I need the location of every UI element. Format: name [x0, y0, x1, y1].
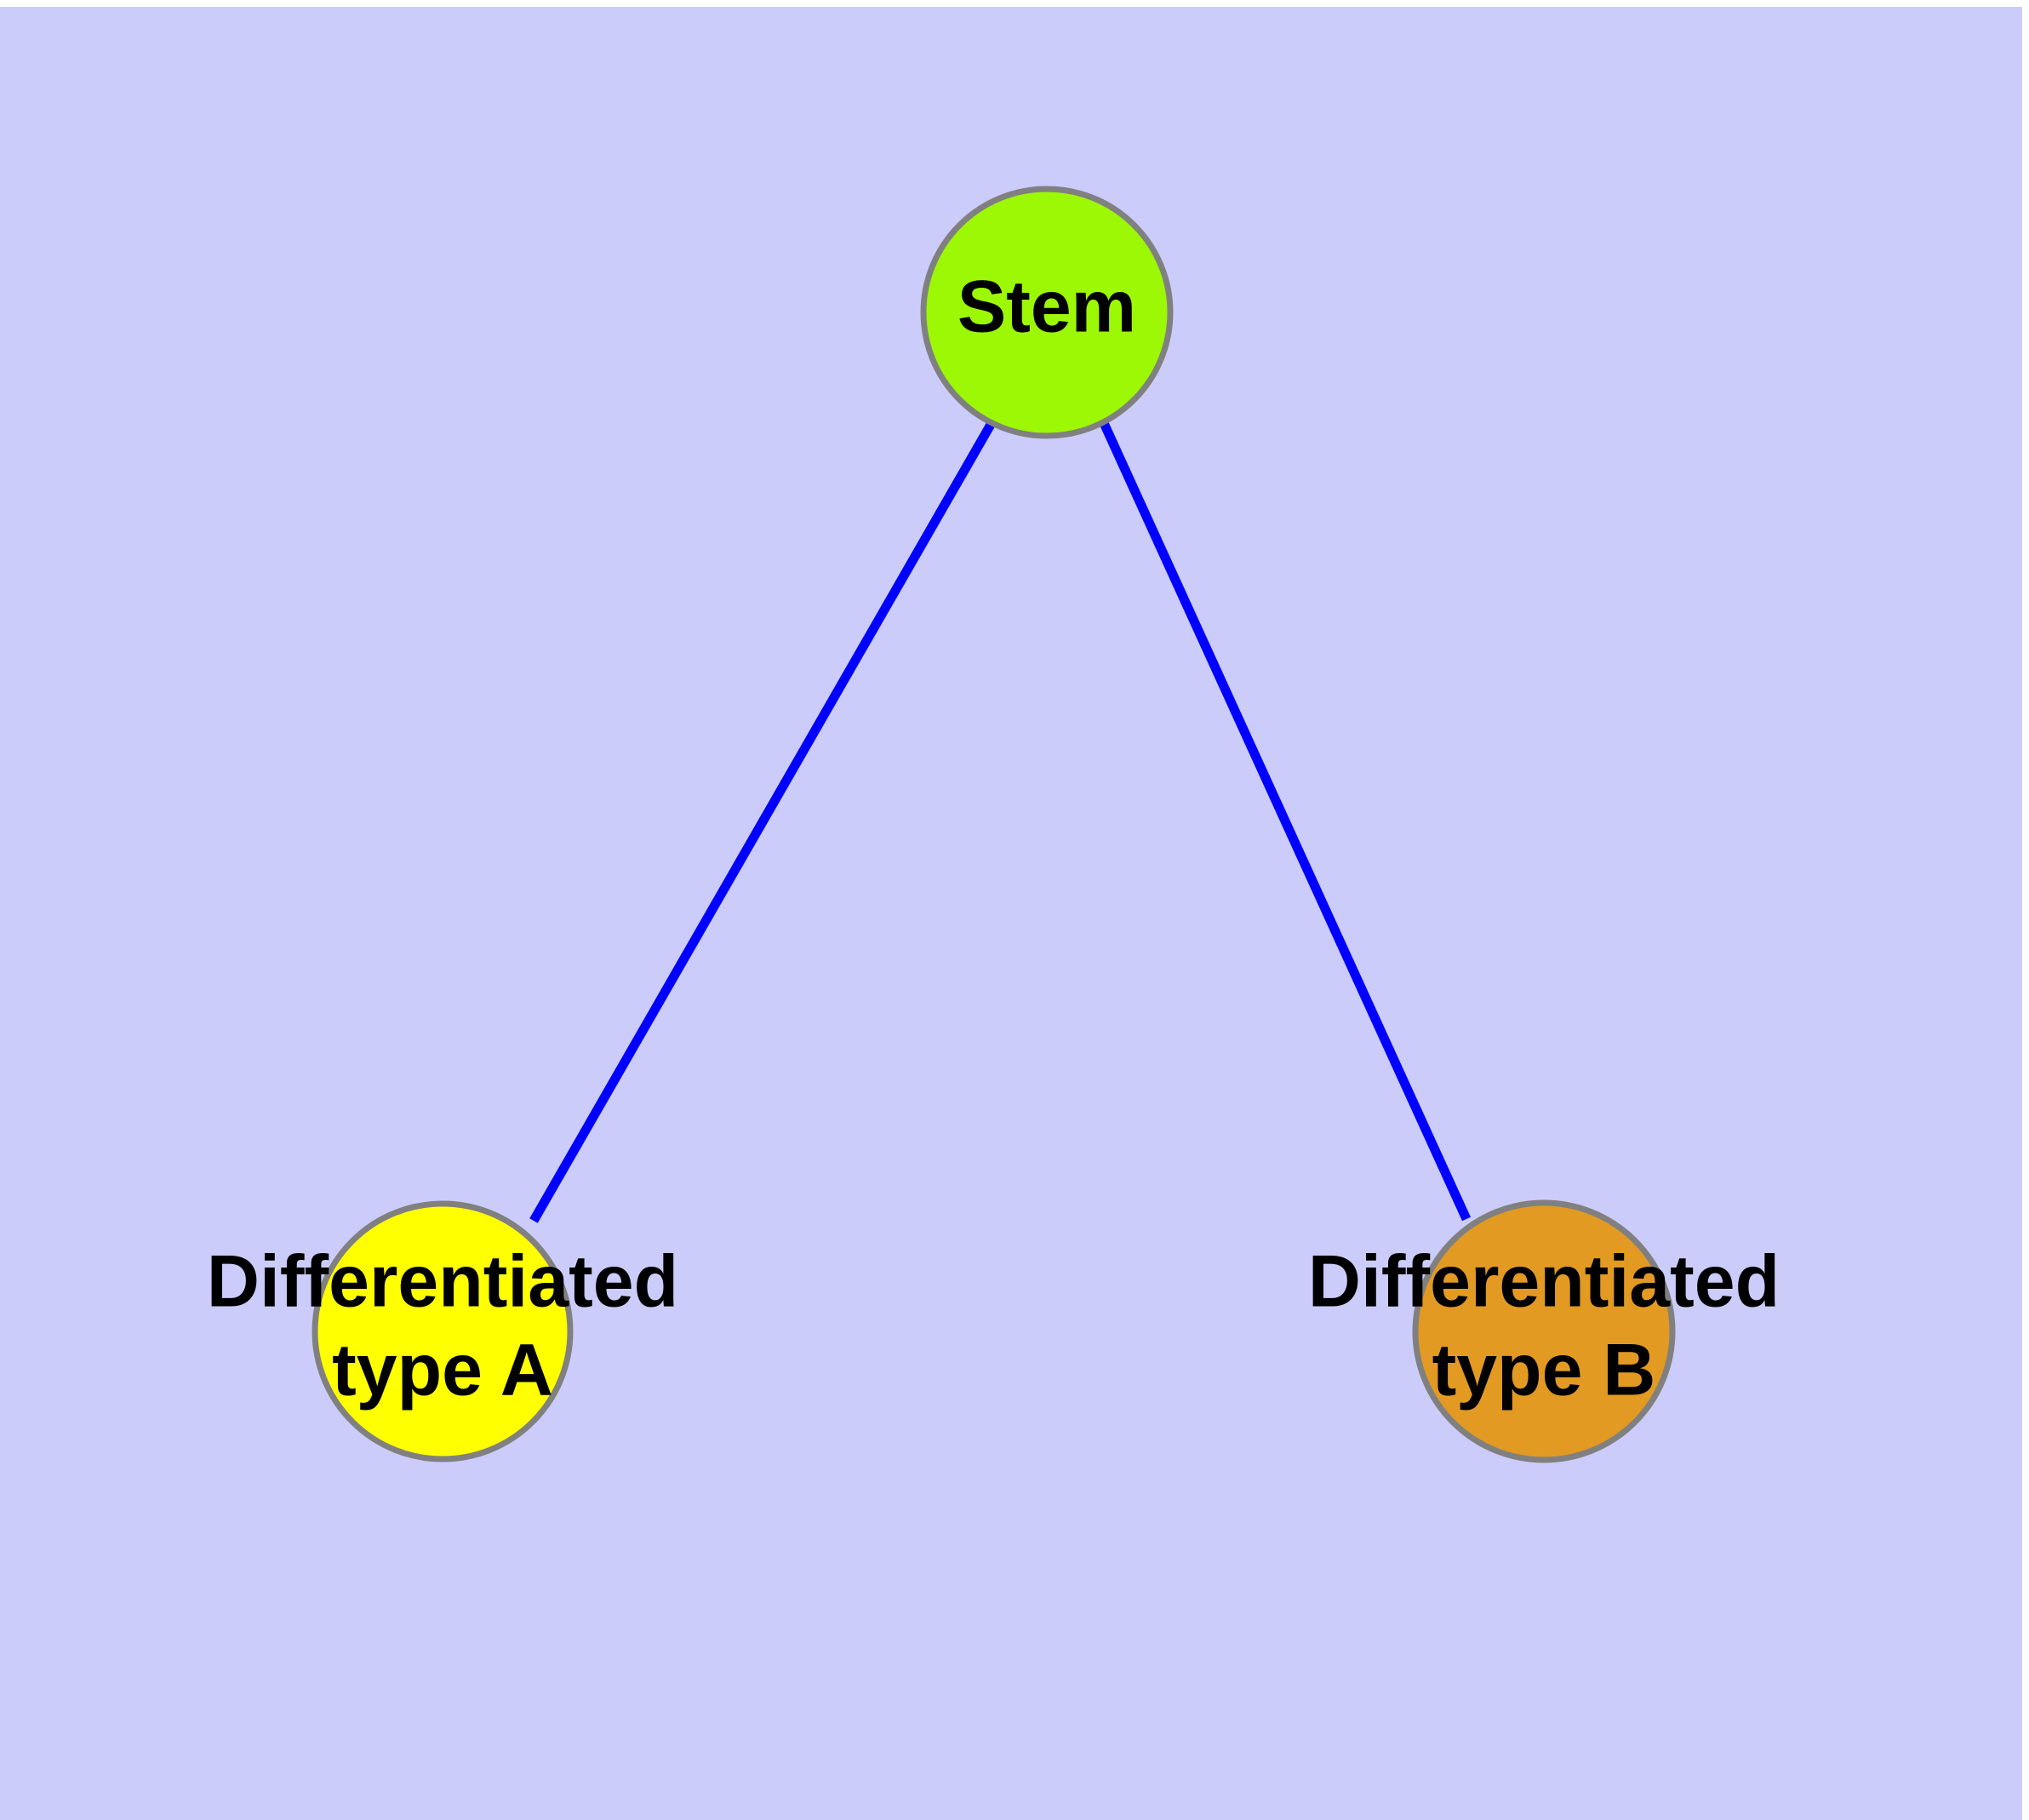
node-label-differentiated-type-a-line1: Differentiated [207, 1241, 678, 1323]
node-label-differentiated-type-a-line2: type A [332, 1330, 553, 1411]
node-circle-differentiated-type-a[interactable] [311, 1200, 574, 1462]
edges-group [529, 421, 1472, 1223]
node-label-differentiated-type-b-line1: Differentiated [1308, 1241, 1780, 1323]
node-circle-stem[interactable] [920, 186, 1174, 439]
labels-group: Stem Differentiated type A Differentiate… [207, 266, 1780, 1411]
node-stem[interactable] [920, 186, 1174, 439]
edge-stem-to-differentiated-b[interactable] [1099, 421, 1472, 1222]
node-differentiated-type-b[interactable] [1412, 1199, 1676, 1463]
node-circle-differentiated-type-b[interactable] [1412, 1199, 1676, 1463]
node-label-stem: Stem [957, 266, 1136, 348]
node-label-differentiated-type-b-line2: type B [1432, 1330, 1656, 1411]
nodes-group [311, 186, 1676, 1463]
node-differentiated-type-a[interactable] [311, 1200, 574, 1462]
edge-stem-to-differentiated-a[interactable] [529, 421, 996, 1223]
